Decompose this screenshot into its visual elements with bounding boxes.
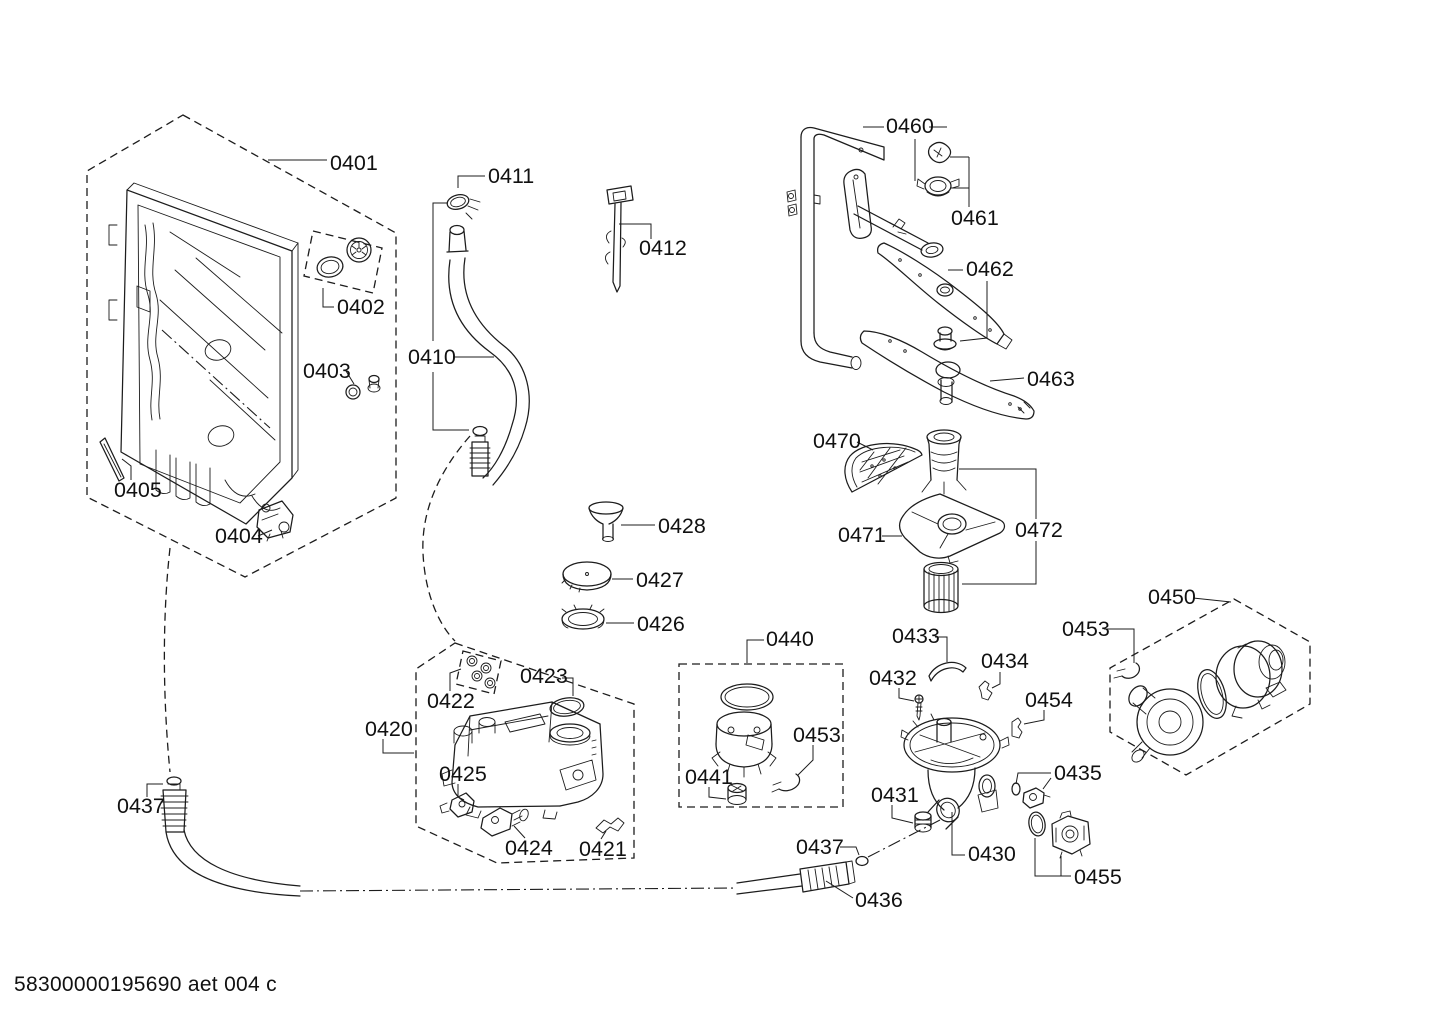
- part-label-0432: 0432: [869, 666, 917, 690]
- part-label-0437-mid: 0437: [796, 835, 844, 859]
- part-label-0470: 0470: [813, 429, 861, 453]
- softener-assembly-drawing: [415, 642, 635, 864]
- part-label-0461: 0461: [951, 206, 999, 230]
- part-label-0401: 0401: [330, 151, 378, 175]
- sump-assembly-drawing: [900, 661, 1091, 859]
- float-rod-drawing: [605, 185, 634, 293]
- document-code: 58300000195690 aet 004 c: [14, 973, 277, 996]
- part-label-0410: 0410: [408, 345, 456, 369]
- part-label-0453-right: 0453: [1062, 617, 1110, 641]
- part-label-0434: 0434: [981, 649, 1029, 673]
- part-label-0403: 0403: [303, 359, 351, 383]
- inlet-hose-drawing: [422, 194, 530, 642]
- part-label-0412: 0412: [639, 236, 687, 260]
- part-label-0441: 0441: [685, 765, 733, 789]
- drain-hose-drawing: [160, 547, 941, 897]
- part-label-0433: 0433: [892, 624, 940, 648]
- part-label-0402: 0402: [337, 295, 385, 319]
- part-label-0428: 0428: [658, 514, 706, 538]
- part-label-0453-mid: 0453: [793, 723, 841, 747]
- part-labels: 0401 0402 0403 0404 0405 0410 0411 0412 …: [114, 114, 1196, 912]
- part-label-0462: 0462: [966, 257, 1014, 281]
- part-label-0430: 0430: [968, 842, 1016, 866]
- part-label-0450: 0450: [1148, 585, 1196, 609]
- part-label-0440: 0440: [766, 627, 814, 651]
- leader-lines: [121, 126, 1232, 899]
- part-label-0420: 0420: [365, 717, 413, 741]
- dispenser-caps-drawing: [561, 501, 624, 630]
- part-label-0422: 0422: [427, 689, 475, 713]
- part-label-0423: 0423: [520, 664, 568, 688]
- part-label-0472: 0472: [1015, 518, 1063, 542]
- part-label-0426: 0426: [637, 612, 685, 636]
- part-label-0471: 0471: [838, 523, 886, 547]
- part-label-0424: 0424: [505, 836, 553, 860]
- part-label-0435: 0435: [1054, 761, 1102, 785]
- part-label-0436: 0436: [855, 888, 903, 912]
- filter-assembly-drawing: [844, 429, 1006, 614]
- part-label-0421: 0421: [579, 837, 627, 861]
- part-label-0463: 0463: [1027, 367, 1075, 391]
- part-label-0405: 0405: [114, 478, 162, 502]
- part-label-0455: 0455: [1074, 865, 1122, 889]
- part-label-0437-left: 0437: [117, 794, 165, 818]
- tank-assembly-drawing: [86, 114, 397, 578]
- part-label-0427: 0427: [636, 568, 684, 592]
- spray-arm-assembly-drawing: [786, 126, 1035, 420]
- part-label-0425: 0425: [439, 762, 487, 786]
- part-label-0460: 0460: [886, 114, 934, 138]
- part-label-0431: 0431: [871, 783, 919, 807]
- diverter-assembly-drawing: [678, 663, 844, 808]
- part-label-0454: 0454: [1025, 688, 1073, 712]
- part-label-0404: 0404: [215, 524, 263, 548]
- circulation-pump-drawing: [1109, 598, 1311, 776]
- part-label-0411: 0411: [488, 164, 534, 188]
